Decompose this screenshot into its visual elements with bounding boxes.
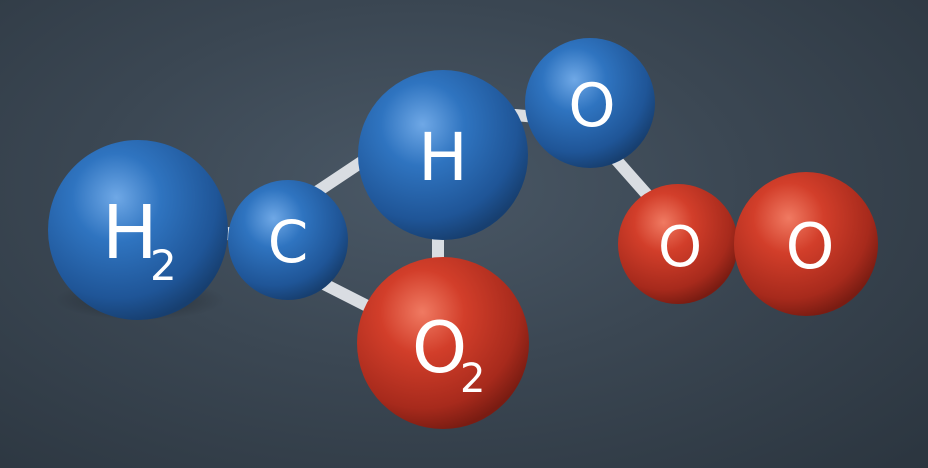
atom-o-red-left: O <box>618 184 738 304</box>
atom-o-red-right: O <box>734 172 878 316</box>
atom-o2-symbol: O <box>412 307 467 389</box>
atom-o-red-right-symbol: O <box>786 210 835 283</box>
atom-o2-sphere <box>357 257 529 429</box>
atom-h2-subscript: 2 <box>150 241 177 290</box>
atom-h2-symbol: H <box>102 190 158 276</box>
atom-o2-subscript: 2 <box>460 356 485 402</box>
atom-c-sphere <box>228 180 348 300</box>
atom-o-blue: O <box>525 38 655 168</box>
atom-h-sphere <box>358 70 528 240</box>
atom-o-blue-sphere <box>525 38 655 168</box>
bond-o-ored <box>606 149 656 204</box>
atom-h-symbol: H <box>418 119 468 196</box>
atom-o-blue-symbol: O <box>568 71 615 141</box>
atom-h2: H 2 <box>48 140 228 320</box>
atom-c: C <box>228 180 348 300</box>
atom-o-red-left-sphere <box>618 184 738 304</box>
atom-c-symbol: C <box>268 208 309 276</box>
atom-o-red-left-symbol: O <box>658 215 702 280</box>
atom-o2: O 2 <box>357 257 529 429</box>
atom-o-red-right-sphere <box>734 172 878 316</box>
atom-h2-sphere <box>48 140 228 320</box>
atom-h: H <box>358 70 528 240</box>
